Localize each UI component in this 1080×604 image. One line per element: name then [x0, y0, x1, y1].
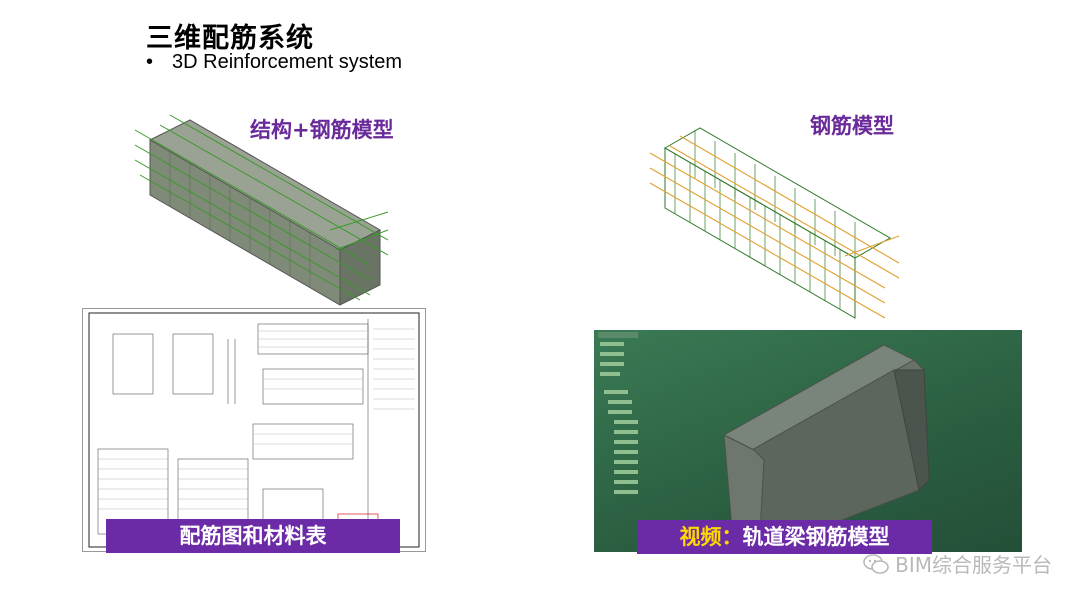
subtitle-text: 3D Reinforcement system: [172, 51, 403, 73]
structure-rebar-model-caption: 结构+钢筋模型: [250, 118, 394, 142]
video-banner-prefix: 视频：: [679, 525, 743, 549]
rebar-model-caption: 钢筋模型: [810, 114, 894, 138]
drawing-banner: 配筋图和材料表: [106, 519, 400, 553]
wechat-icon: [863, 553, 889, 574]
rebar-model-image: [645, 118, 900, 328]
video-panel[interactable]: [594, 330, 1022, 553]
structure-rebar-model-image: [130, 100, 390, 310]
watermark: BIM综合服务平台: [863, 549, 1052, 578]
slide-subtitle: • 3D Reinforcement system: [146, 51, 402, 74]
video-banner-text: 轨道梁钢筋模型: [742, 525, 890, 549]
video-banner: 视频：轨道梁钢筋模型: [637, 520, 932, 554]
watermark-text: BIM综合服务平台: [895, 553, 1052, 577]
bullet: •: [146, 51, 154, 73]
slide-title: 三维配筋系统: [146, 23, 314, 54]
rebar-drawing-image: [82, 308, 426, 552]
